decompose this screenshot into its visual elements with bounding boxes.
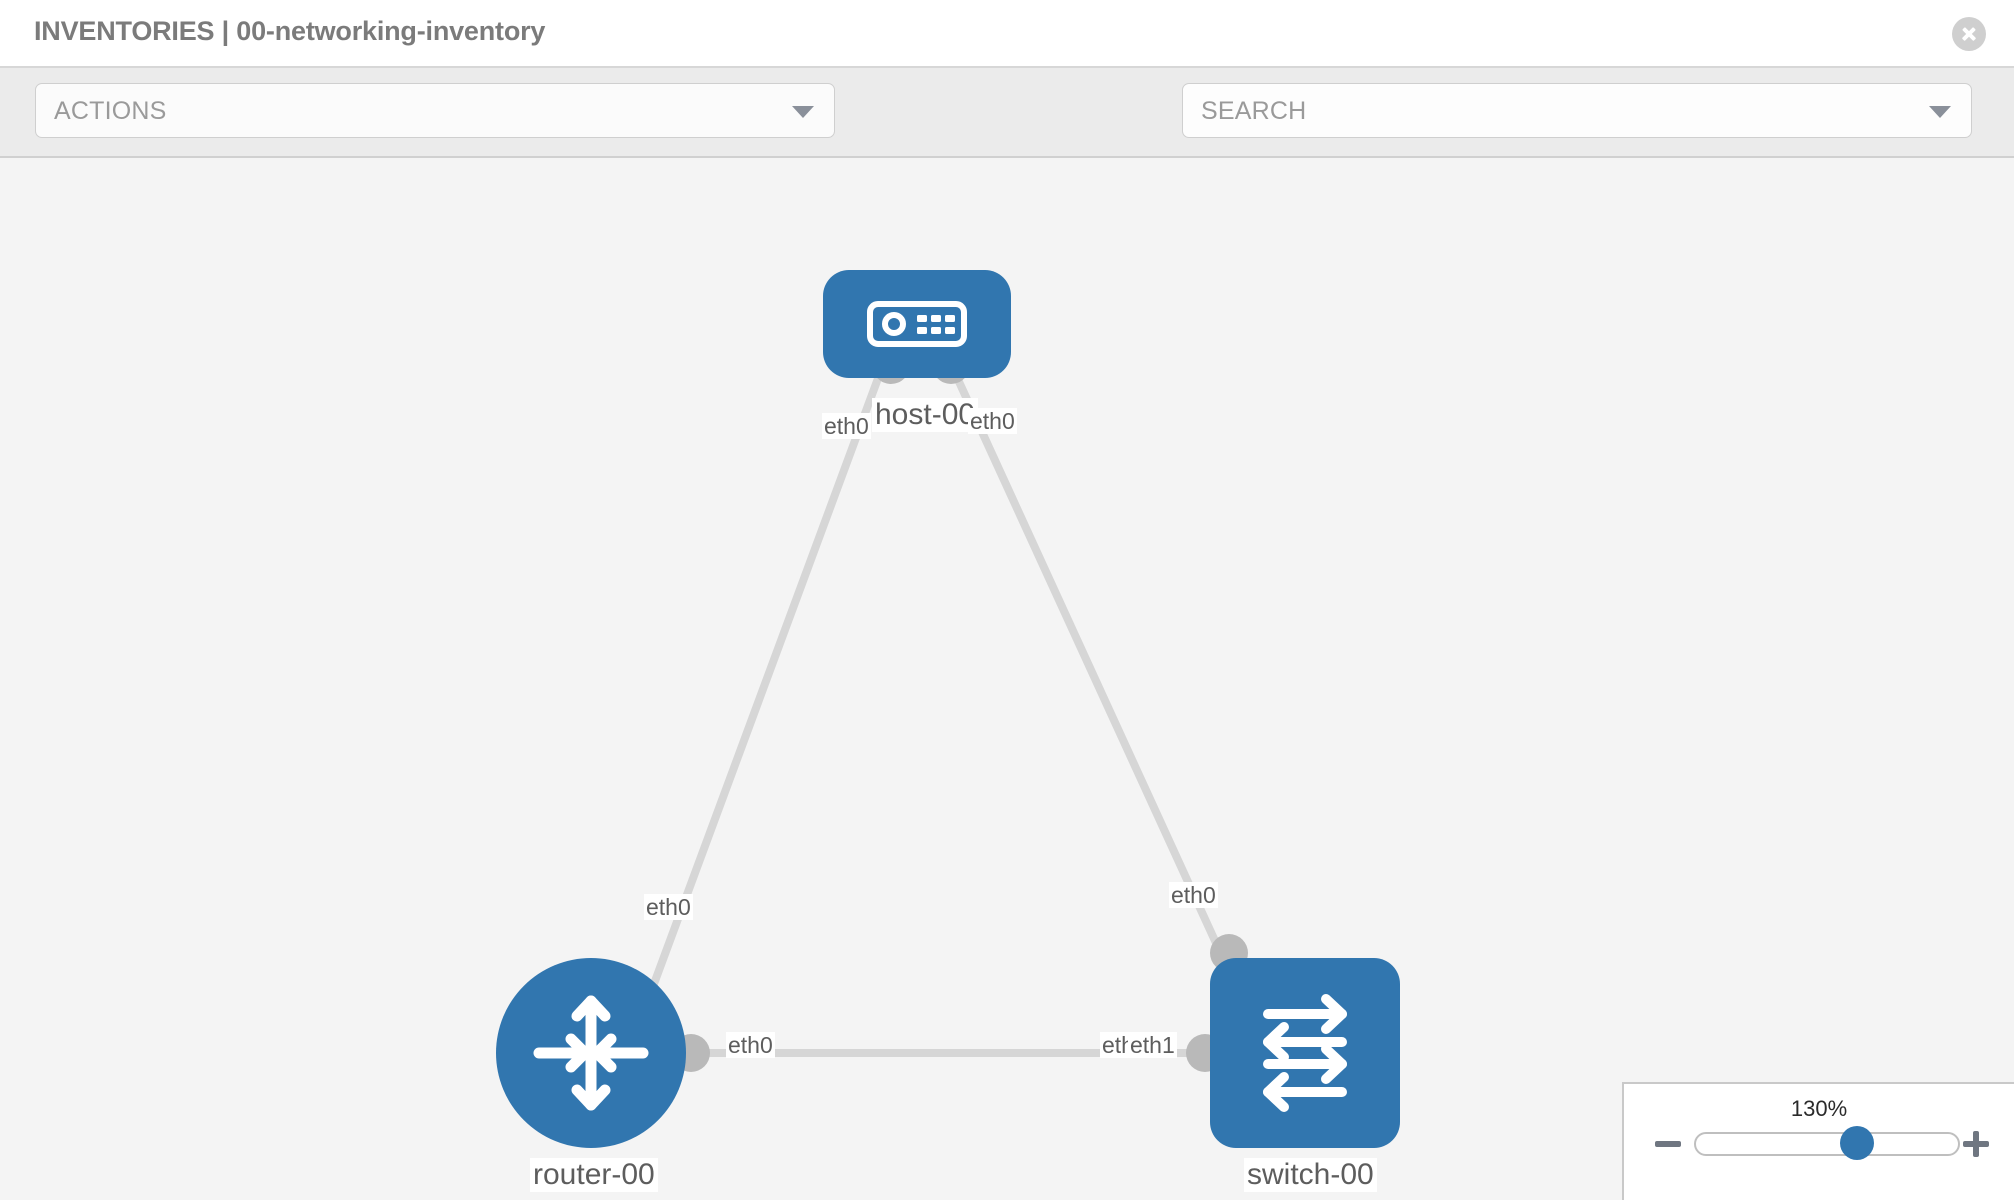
node-label-switch-00: switch-00 [1244, 1158, 1377, 1192]
zoom-level-label: 130% [1790, 1096, 1848, 1121]
server-icon [867, 301, 967, 347]
zoom-out-button[interactable] [1652, 1128, 1684, 1160]
iface-label-host-right: eth0 [968, 408, 1017, 435]
node-router-00[interactable] [496, 958, 686, 1148]
chevron-down-icon [1929, 106, 1951, 118]
router-arrows-icon [533, 995, 649, 1111]
chevron-down-icon [792, 106, 814, 118]
close-icon[interactable] [1952, 17, 1986, 51]
page-header: INVENTORIES | 00-networking-inventory [0, 0, 2014, 68]
actions-dropdown[interactable]: ACTIONS [35, 83, 835, 138]
node-switch-00[interactable] [1210, 958, 1400, 1148]
zoom-in-button[interactable] [1960, 1128, 1992, 1160]
iface-label-router-up: eth0 [644, 894, 693, 921]
node-label-router-00: router-00 [530, 1158, 658, 1192]
iface-label-switch-left-eth1: eth1 [1128, 1032, 1177, 1059]
node-host-00[interactable] [823, 270, 1011, 378]
switch-arrows-icon [1263, 994, 1347, 1112]
iface-label-switch-up: eth0 [1169, 882, 1218, 909]
node-label-host-00: host-00 [872, 398, 979, 432]
iface-label-router-right: eth0 [726, 1032, 775, 1059]
iface-label-host-left: eth0 [822, 413, 871, 440]
search-input[interactable]: SEARCH [1182, 83, 1972, 138]
topology-canvas[interactable]: eth0 host-00 eth0 eth0 eth0 eth0 eth0 et… [0, 158, 2014, 1200]
zoom-slider[interactable] [1694, 1126, 1960, 1160]
link-host-switch [951, 369, 1236, 982]
actions-dropdown-label: ACTIONS [54, 97, 167, 125]
toolbar: ACTIONS SEARCH [0, 68, 2014, 203]
search-placeholder: SEARCH [1201, 97, 1307, 125]
zoom-control-panel: 130% [1622, 1082, 2014, 1200]
zoom-slider-thumb[interactable] [1839, 1126, 1874, 1160]
page-title: INVENTORIES | 00-networking-inventory [34, 16, 546, 46]
